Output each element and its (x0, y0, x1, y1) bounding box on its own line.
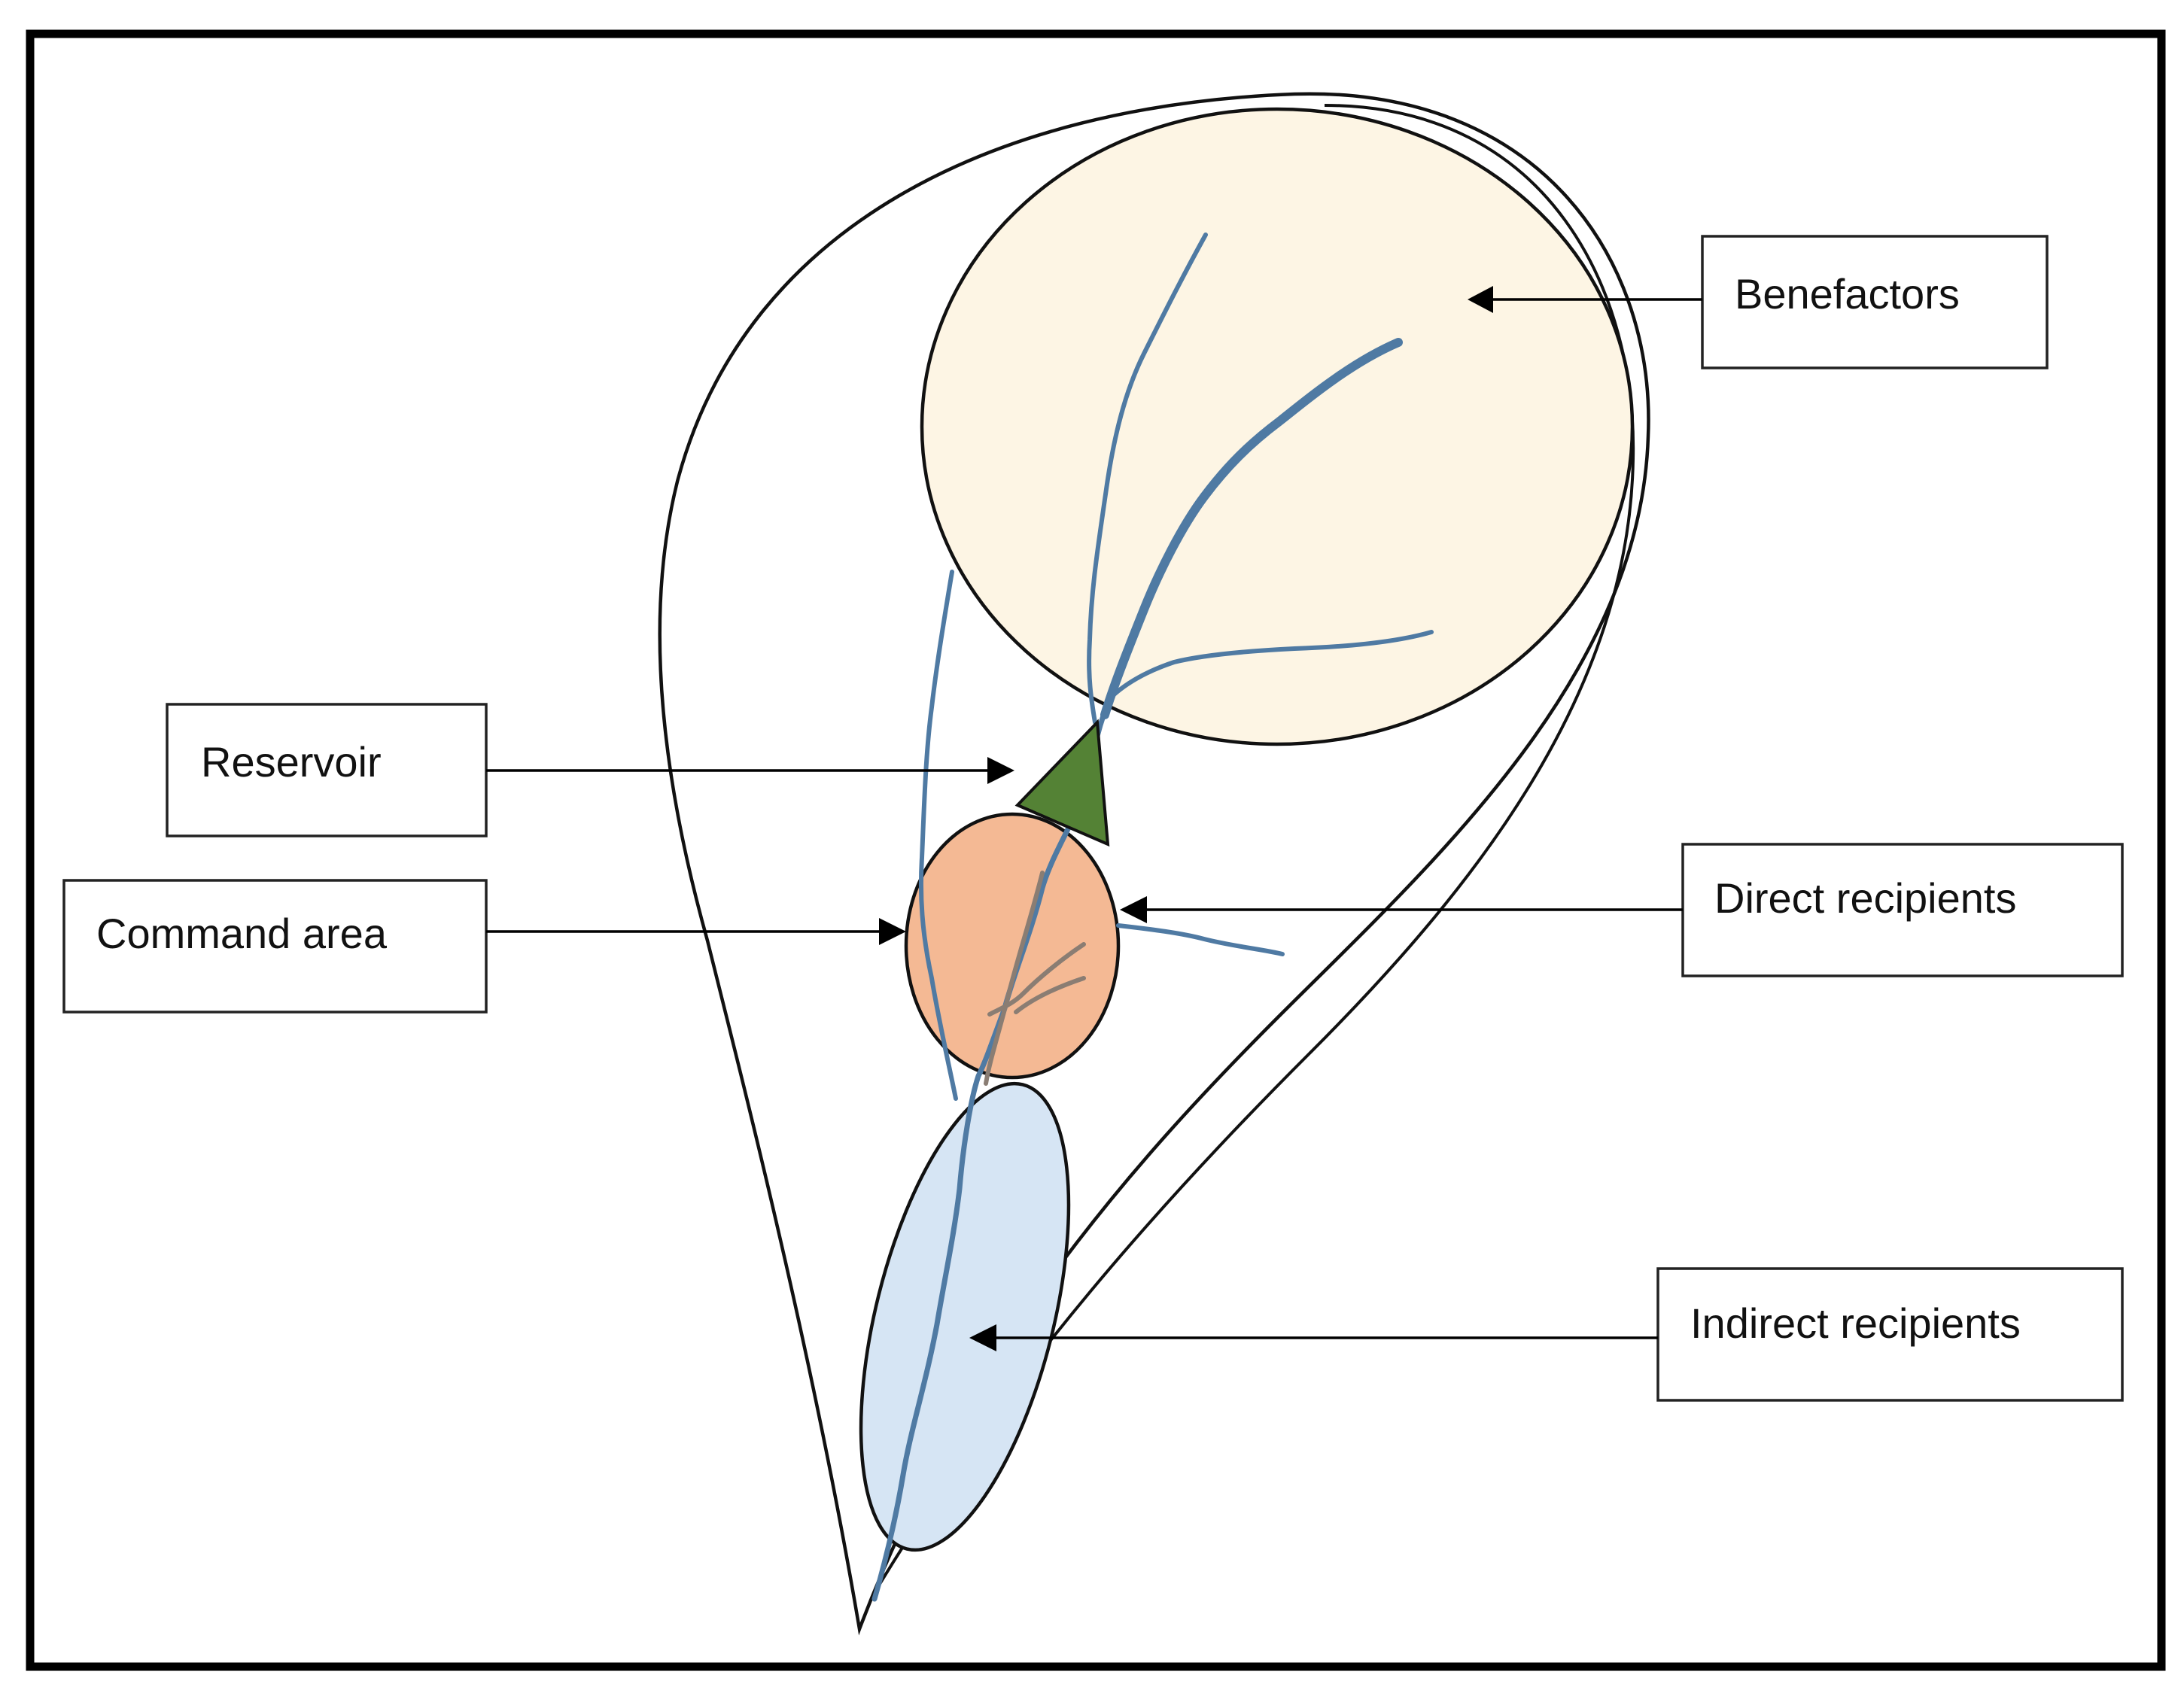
stream-tributary-east (1110, 630, 1434, 698)
direct-recipients-label-box (1681, 843, 2124, 977)
benefactors-label-box (1701, 235, 2049, 369)
stream-network (871, 233, 1434, 1602)
stream-tributary-main (1100, 338, 1403, 719)
stream-western-tributary (918, 570, 958, 1101)
watershed-boundary-outer (658, 92, 1650, 1636)
reservoir-label: Reservoir (201, 738, 382, 786)
indirect-recipients-label-box (1656, 1267, 2124, 1402)
stream-main-channel (871, 708, 1108, 1602)
command-area-label: Command area (96, 910, 388, 957)
indirect-recipients-label: Indirect recipients (1690, 1299, 2021, 1347)
watershed-boundary-inner (871, 104, 1635, 1597)
indirect-recipients-arrowhead (969, 1324, 996, 1351)
command-area-label-box (62, 879, 488, 1014)
command-area-arrowhead (879, 918, 906, 945)
benefactors-arrowhead (1468, 286, 1493, 313)
command-area-circle (904, 812, 1121, 1080)
direct-recipients-arrowhead (1120, 896, 1147, 923)
stream-command-branch (1116, 923, 1285, 956)
reservoir-arrowhead (987, 757, 1014, 784)
stream-in-command-area (984, 871, 1086, 1086)
reservoir-triangle (1014, 719, 1110, 847)
benefactors-label: Benefactors (1735, 270, 1960, 318)
stream-tributary-north (1087, 233, 1208, 725)
direct-recipients-label: Direct recipients (1714, 874, 2016, 922)
